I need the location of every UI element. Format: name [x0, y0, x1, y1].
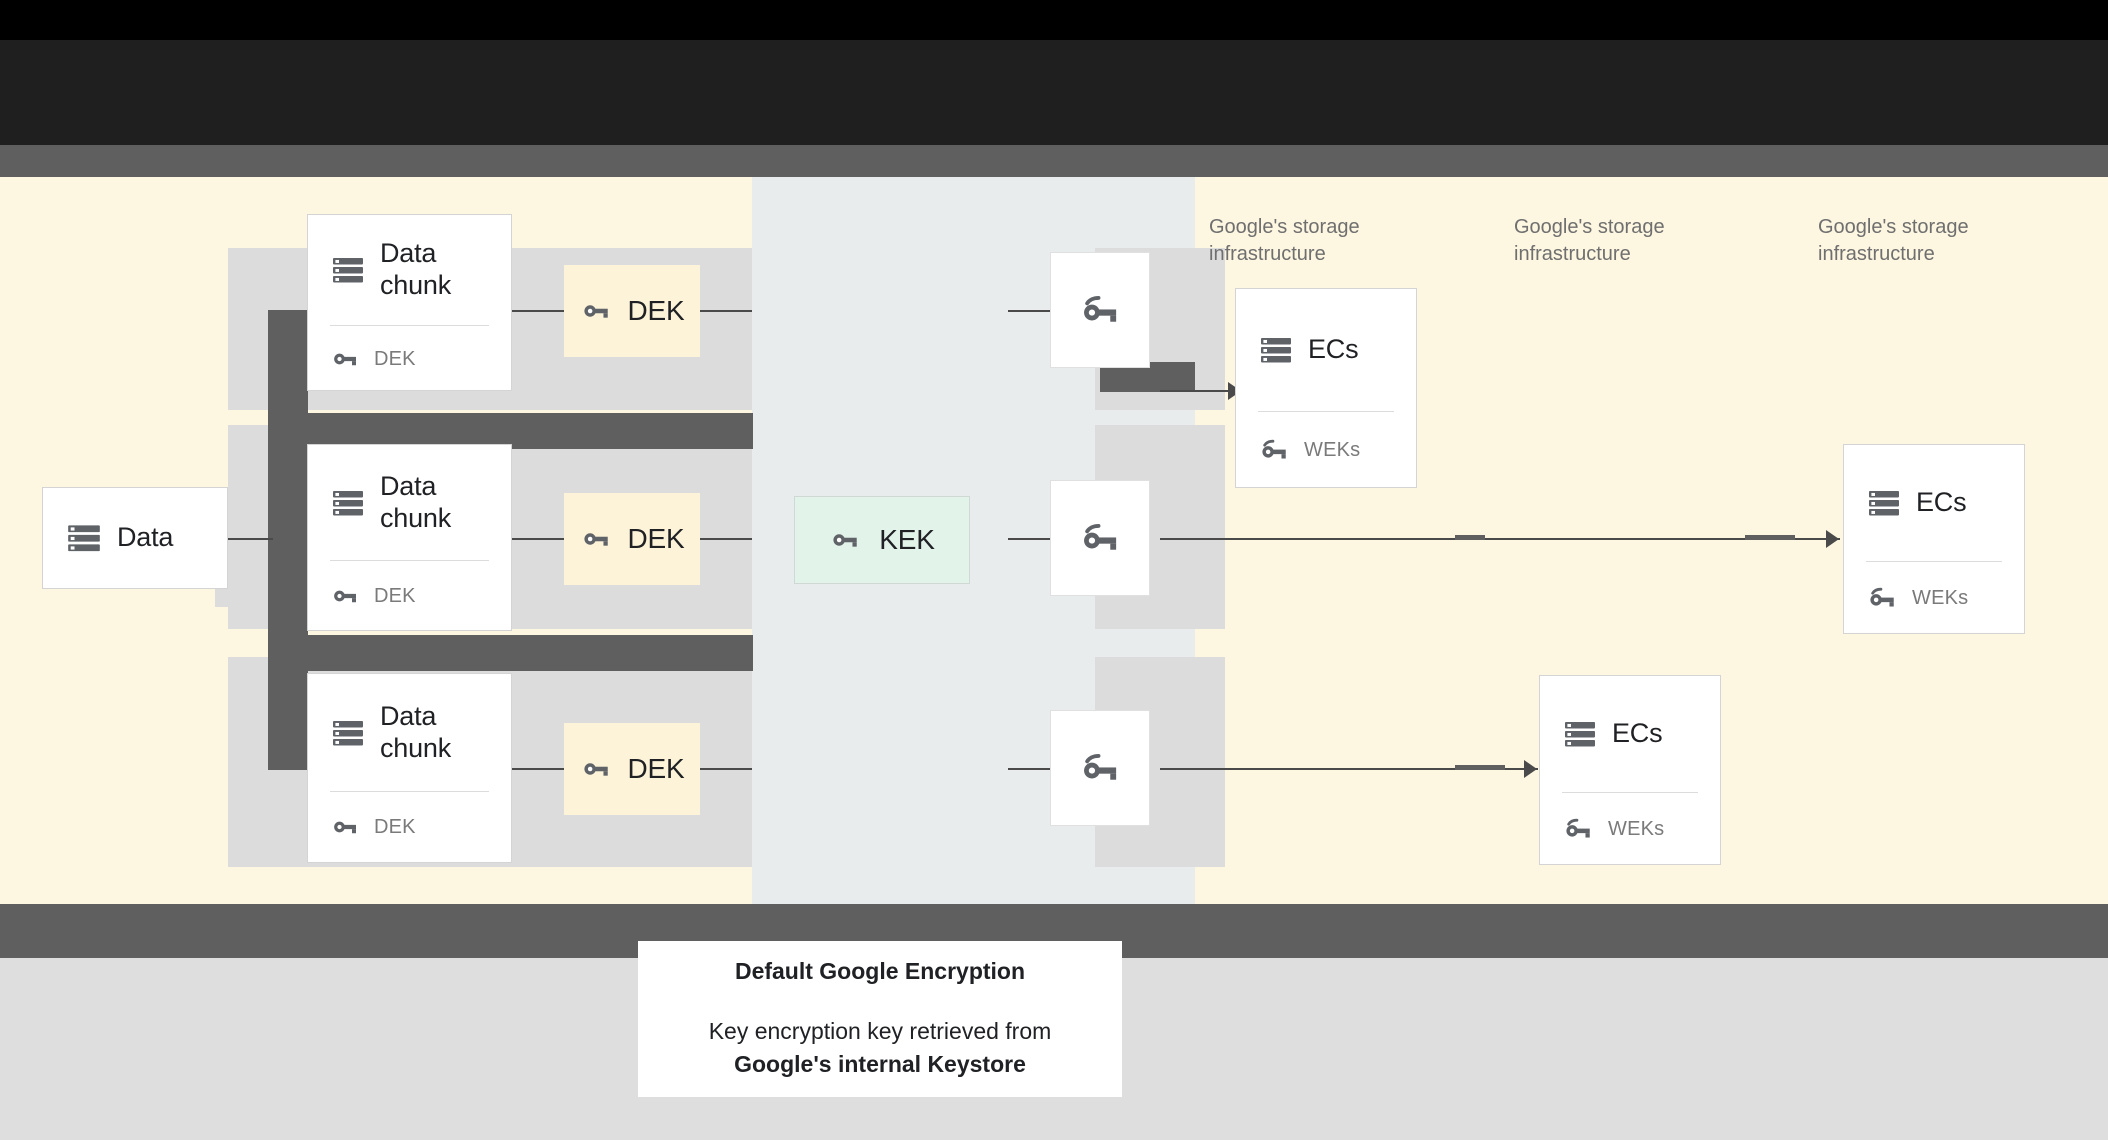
- server-stack-icon: [1866, 485, 1902, 521]
- node-kek[interactable]: KEK: [794, 496, 970, 584]
- occlusion-tick-row2b: [1745, 535, 1795, 540]
- occlusion-tick-row3: [1455, 765, 1505, 770]
- caption-line-1: Key encryption key retrieved from: [708, 1018, 1052, 1045]
- connector-wk1-ecs1: [1160, 390, 1242, 392]
- caption-box: Default Google Encryption Key encryption…: [638, 941, 1122, 1097]
- wrapped-key-icon: [1562, 813, 1594, 845]
- server-stack-icon: [330, 485, 366, 521]
- key-icon: [330, 812, 360, 842]
- server-stack-icon: [1258, 332, 1294, 368]
- caption-line-2: Google's internal Keystore: [734, 1050, 1026, 1077]
- card-divider: [330, 560, 489, 561]
- dek-label: DEK: [627, 523, 685, 555]
- ecs-key-label: WEKs: [1912, 586, 1969, 609]
- bracket-vertical-bar: [268, 310, 308, 770]
- wrapped-key-icon: [1078, 516, 1122, 560]
- connector-dek2-panel: [700, 538, 752, 540]
- node-wrapped-key-2[interactable]: [1050, 480, 1150, 596]
- wrapped-key-icon: [1866, 582, 1898, 614]
- chunk-key-label: DEK: [374, 347, 416, 370]
- arrowhead-ecs2: [1826, 530, 1839, 548]
- kek-label: KEK: [879, 524, 935, 556]
- chunk-key-label: DEK: [374, 584, 416, 607]
- key-icon: [330, 344, 360, 374]
- header-gray-rule: [0, 145, 2108, 177]
- card-divider: [1866, 561, 2002, 562]
- infra-label-3: Google's storage infrastructure: [1818, 216, 1969, 265]
- bracket-arm-2: [268, 635, 753, 671]
- node-dek-2[interactable]: DEK: [564, 493, 700, 585]
- chunk-key-label: DEK: [374, 815, 416, 838]
- ecs-label: ECs: [1612, 718, 1663, 749]
- obscured-header-band: [0, 40, 2108, 145]
- ecs-label: ECs: [1916, 487, 1967, 518]
- wrapped-key-icon: [1258, 434, 1290, 466]
- key-icon: [829, 524, 861, 556]
- key-icon: [580, 295, 612, 327]
- connector-chunk2-dek2: [512, 538, 564, 540]
- key-icon: [330, 581, 360, 611]
- connector-data-to-chunks: [228, 538, 273, 540]
- wrapped-key-icon: [1078, 746, 1122, 790]
- server-stack-icon: [330, 715, 366, 751]
- node-dek-3[interactable]: DEK: [564, 723, 700, 815]
- node-wrapped-key-1[interactable]: [1050, 252, 1150, 368]
- wrapped-key-icon: [1078, 288, 1122, 332]
- connector-kek-wk2: [1008, 538, 1050, 540]
- card-divider: [330, 791, 489, 792]
- caption-title: Default Google Encryption: [734, 958, 1026, 985]
- node-dek-1[interactable]: DEK: [564, 265, 700, 357]
- connector-dek3-panel: [700, 768, 752, 770]
- ecs-key-label: WEKs: [1608, 817, 1665, 840]
- top-black-band: [0, 0, 2108, 40]
- infra-label-1: Google's storage infrastructure: [1209, 216, 1360, 265]
- connector-wk2-ecs2: [1160, 538, 1840, 540]
- node-data[interactable]: Data: [42, 487, 228, 589]
- card-divider: [1562, 792, 1698, 793]
- infra-label-2: Google's storage infrastructure: [1514, 216, 1665, 265]
- arrowhead-ecs3: [1524, 760, 1537, 778]
- node-ecs-2[interactable]: ECs WEKs: [1843, 444, 2025, 634]
- ecs-label: ECs: [1308, 334, 1359, 365]
- server-stack-icon: [330, 252, 366, 288]
- ecs-key-label: WEKs: [1304, 438, 1361, 461]
- bracket-arm-1: [268, 413, 753, 449]
- server-stack-icon: [1562, 716, 1598, 752]
- server-stack-icon: [65, 519, 103, 557]
- key-icon: [580, 523, 612, 555]
- connector-dek1-panel: [700, 310, 752, 312]
- connector-panel-wk1: [1008, 310, 1050, 312]
- node-ecs-3[interactable]: ECs WEKs: [1539, 675, 1721, 865]
- connector-wk3-ecs3: [1160, 768, 1538, 770]
- occlusion-tick-row2a: [1455, 535, 1485, 540]
- dek-label: DEK: [627, 753, 685, 785]
- node-ecs-1[interactable]: ECs WEKs: [1235, 288, 1417, 488]
- connector-chunk1-dek1: [512, 310, 564, 312]
- connector-chunk3-dek3: [512, 768, 564, 770]
- key-icon: [580, 753, 612, 785]
- card-divider: [330, 325, 489, 326]
- node-wrapped-key-3[interactable]: [1050, 710, 1150, 826]
- card-divider: [1258, 411, 1394, 412]
- connector-panel-wk3: [1008, 768, 1050, 770]
- node-data-label: Data: [117, 522, 174, 553]
- dek-label: DEK: [627, 295, 685, 327]
